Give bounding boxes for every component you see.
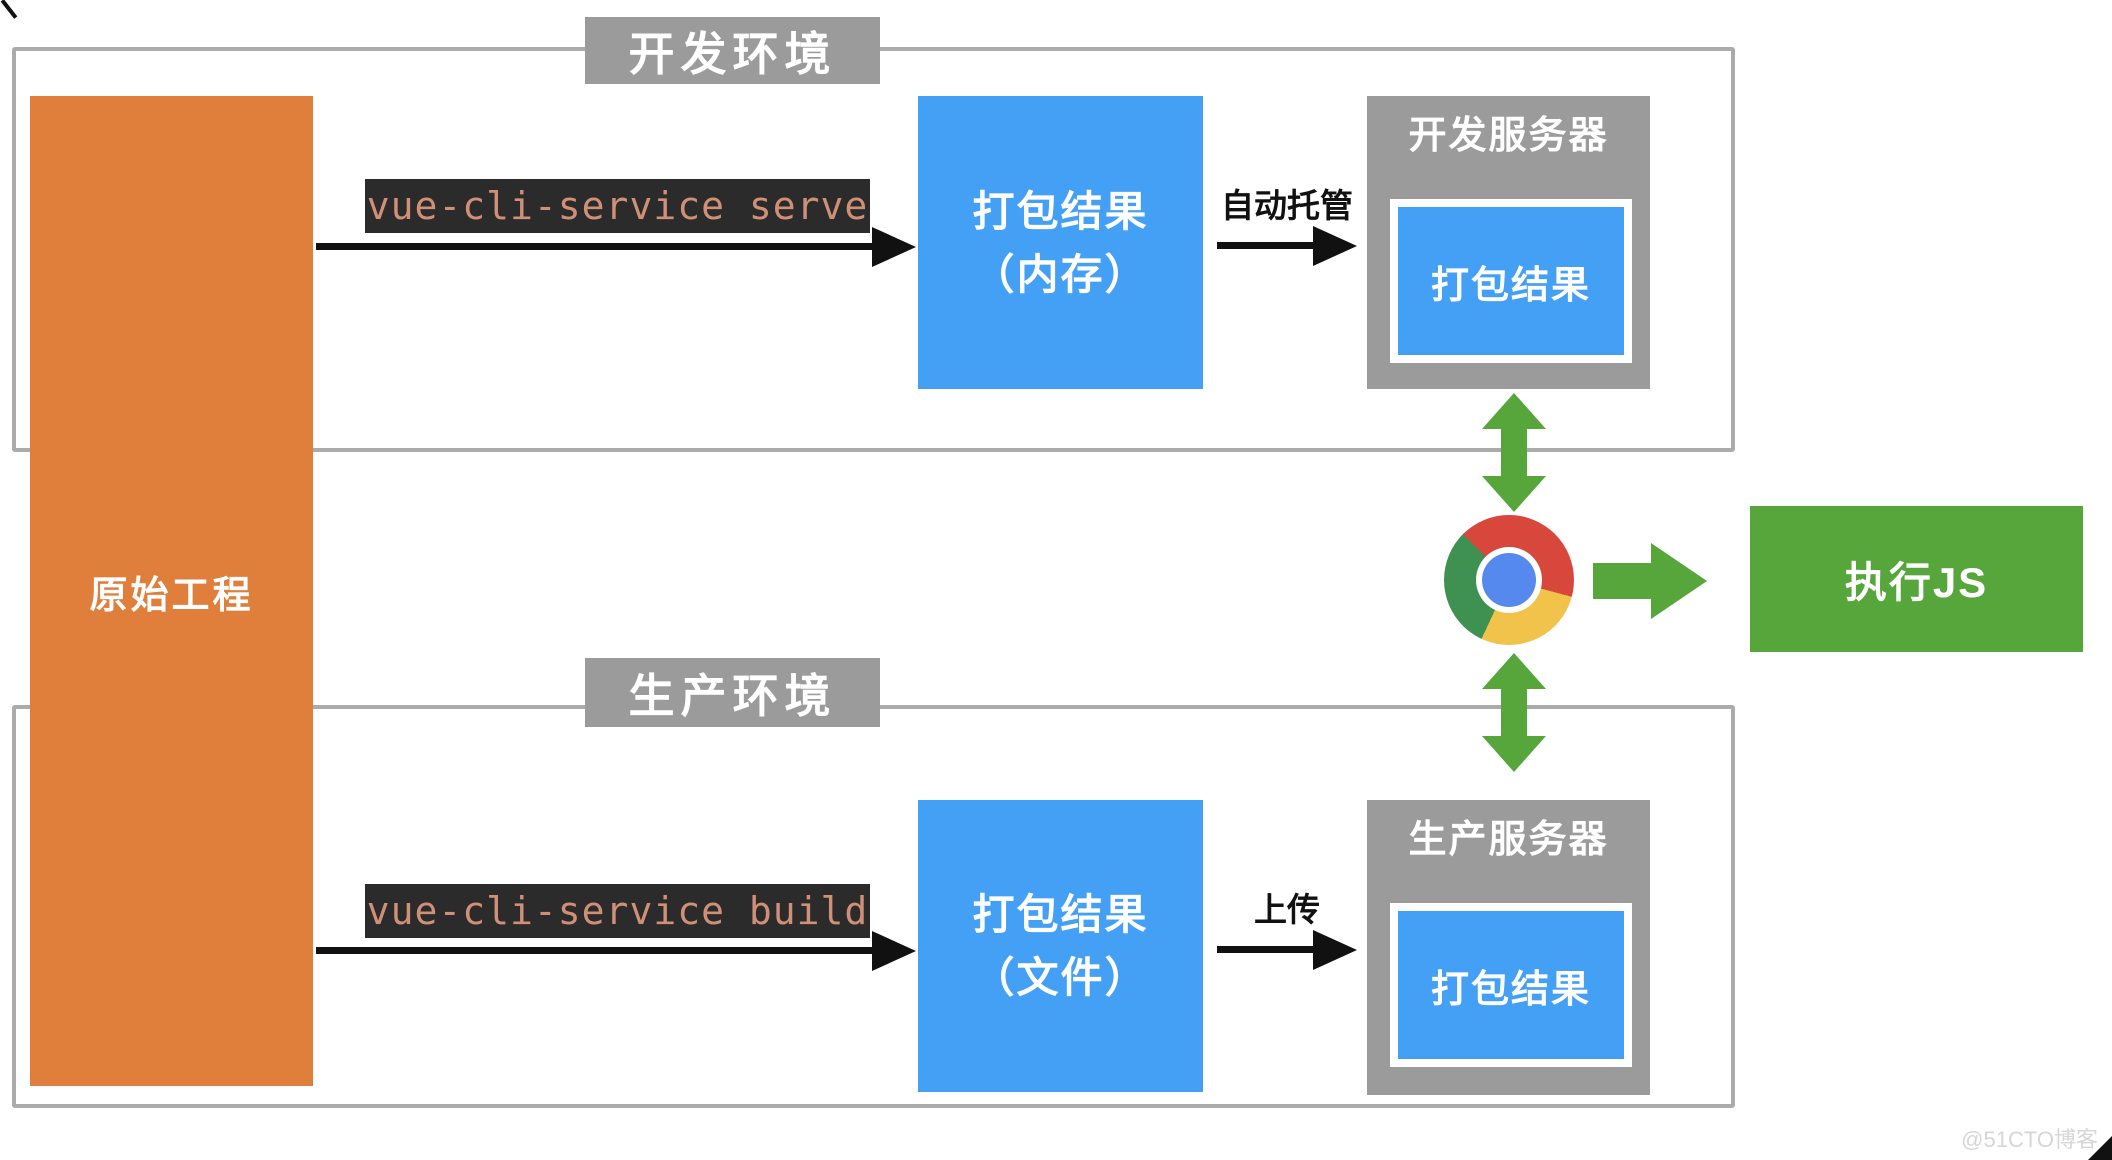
dev-server-title: 开发服务器 (1408, 115, 1609, 157)
prod-sync-double-arrow (1482, 653, 1546, 772)
source-project-box: 原始工程 (30, 96, 313, 1086)
prod-server-package-label: 打包结果 (1430, 968, 1591, 1011)
prod-package-box: 打包结果 （文件） (918, 800, 1203, 1092)
chrome-icon (1444, 515, 1574, 645)
auto-host-arrow-line (1217, 242, 1317, 249)
dev-package-box: 打包结果 （内存） (918, 96, 1203, 389)
dev-server-package-label: 打包结果 (1430, 264, 1591, 307)
auto-host-arrow-head (1313, 226, 1357, 266)
auto-host-caption: 自动托管 (1221, 187, 1353, 224)
arrow-down-icon (1482, 476, 1546, 512)
dev-sync-double-arrow (1482, 393, 1546, 512)
execute-js-label: 执行JS (1844, 558, 1989, 606)
arrow-right-icon (1651, 543, 1707, 619)
upload-arrow-line (1217, 946, 1317, 953)
dev-server-box: 开发服务器 打包结果 (1367, 96, 1650, 389)
execute-arrow (1593, 543, 1707, 619)
arrow-shaft (1501, 423, 1527, 482)
dev-environment-label: 开发环境 (585, 17, 880, 84)
serve-arrow-line (316, 243, 876, 250)
dev-package-line1: 打包结果 (972, 187, 1149, 235)
watermark: @51CTO博客 (1961, 1127, 2098, 1152)
source-project-label: 原始工程 (89, 574, 254, 617)
arrow-shaft (1501, 683, 1527, 742)
prod-package-line2: （文件） (972, 954, 1149, 1001)
serve-command-chip: vue-cli-service serve (365, 179, 870, 233)
corner-pen-mark (2088, 1136, 2112, 1160)
dev-package-line2: （内存） (972, 250, 1149, 298)
build-arrow-line (316, 947, 876, 954)
arrow-shaft (1593, 563, 1653, 599)
serve-arrow-head (872, 227, 916, 267)
build-arrow-head (872, 931, 916, 971)
dev-server-package-box: 打包结果 (1390, 199, 1632, 363)
prod-server-title: 生产服务器 (1408, 819, 1609, 861)
upload-arrow-head (1313, 930, 1357, 970)
prod-environment-label: 生产环境 (585, 658, 880, 727)
topleft-pen-mark (0, 0, 18, 19)
prod-package-line1: 打包结果 (972, 891, 1149, 938)
arrow-down-icon (1482, 736, 1546, 772)
execute-js-box: 执行JS (1750, 506, 2083, 652)
prod-server-package-box: 打包结果 (1390, 903, 1632, 1067)
build-command-chip: vue-cli-service build (365, 884, 870, 938)
prod-server-box: 生产服务器 打包结果 (1367, 800, 1650, 1095)
upload-caption: 上传 (1254, 891, 1320, 928)
